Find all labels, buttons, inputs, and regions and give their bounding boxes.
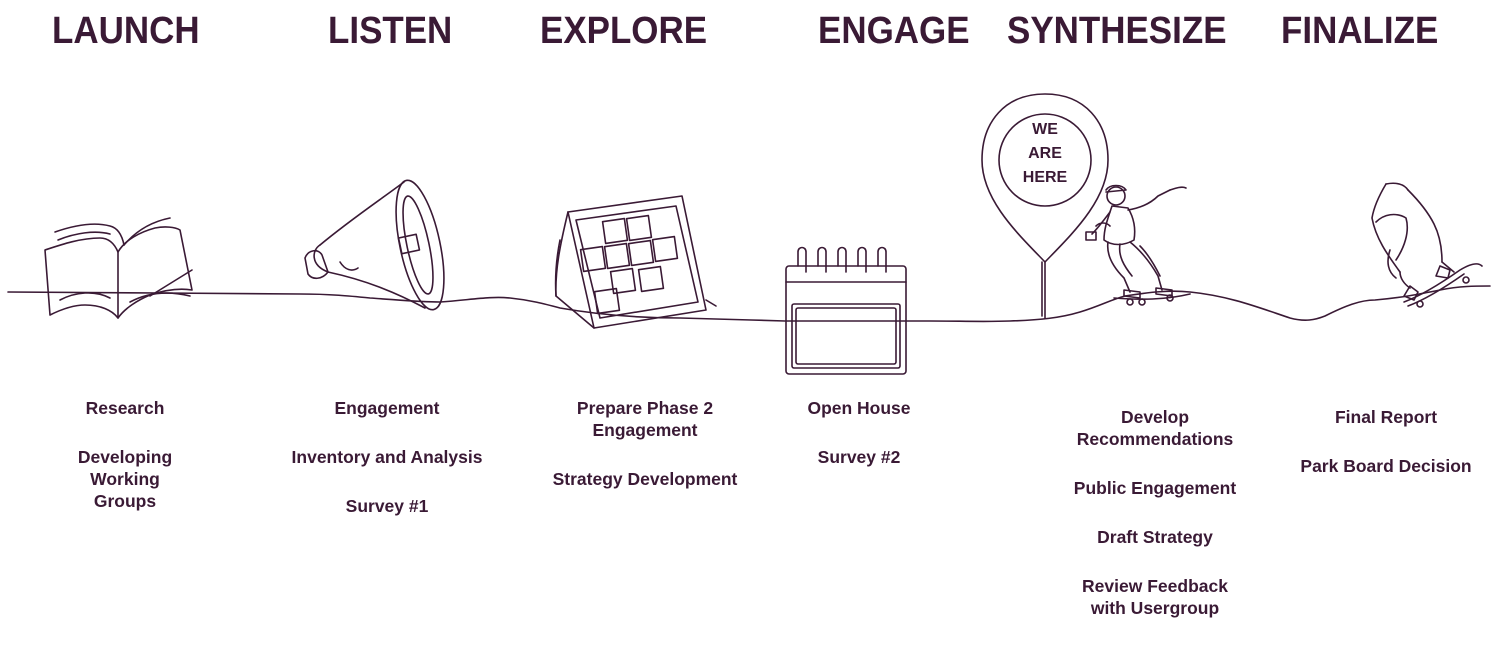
list-item: Open House xyxy=(807,398,911,418)
phase-title-synthesize: SYNTHESIZE xyxy=(1007,10,1227,52)
timeline-line xyxy=(7,285,1491,323)
phase-list-launch: Research Developing Working Groups xyxy=(10,397,240,539)
list-item: Survey #2 xyxy=(817,447,901,467)
timeline-illustration: WE ARE HERE xyxy=(7,93,1491,375)
list-item: Prepare Phase 2 Engagement xyxy=(576,398,714,440)
list-item: Strategy Development xyxy=(552,469,738,489)
list-item: Engagement xyxy=(334,398,440,418)
megaphone-icon xyxy=(304,179,445,311)
list-item: Public Engagement xyxy=(1073,478,1237,498)
open-book-icon xyxy=(44,217,193,319)
pin-text-line1: WE xyxy=(1032,121,1058,138)
skateboarder-icon xyxy=(1085,184,1191,306)
location-pin-icon xyxy=(981,93,1109,319)
skateboard-trick-icon xyxy=(1371,182,1483,308)
phase-title-engage: ENGAGE xyxy=(818,10,970,52)
pin-text-line2: ARE xyxy=(1028,145,1062,162)
list-item: Park Board Decision xyxy=(1300,456,1472,476)
list-item: Research xyxy=(85,398,165,418)
list-item: Develop Recommendations xyxy=(1076,407,1234,449)
list-item: Review Feedback with Usergroup xyxy=(1082,576,1228,618)
list-item: Final Report xyxy=(1334,407,1438,427)
list-item: Inventory and Analysis xyxy=(291,447,483,467)
list-item: Developing Working Groups xyxy=(77,447,173,511)
phase-list-finalize: Final Report Park Board Decision xyxy=(1271,406,1496,504)
phase-title-launch: LAUNCH xyxy=(52,10,200,52)
phase-title-explore: EXPLORE xyxy=(540,10,708,52)
phase-list-listen: Engagement Inventory and Analysis Survey… xyxy=(272,397,502,544)
list-item: Draft Strategy xyxy=(1097,527,1213,547)
pin-text-line3: HERE xyxy=(1023,169,1068,186)
list-item: Survey #1 xyxy=(345,496,429,516)
phase-list-explore: Prepare Phase 2 Engagement Strategy Deve… xyxy=(530,397,760,517)
phase-title-finalize: FINALIZE xyxy=(1281,10,1439,52)
phase-list-engage: Open House Survey #2 xyxy=(744,397,974,495)
spiral-notepad-icon xyxy=(785,246,907,375)
wall-calendar-icon xyxy=(554,195,717,329)
phase-title-listen: LISTEN xyxy=(328,10,453,52)
phase-list-synthesize: Develop Recommendations Public Engagemen… xyxy=(1040,406,1270,646)
